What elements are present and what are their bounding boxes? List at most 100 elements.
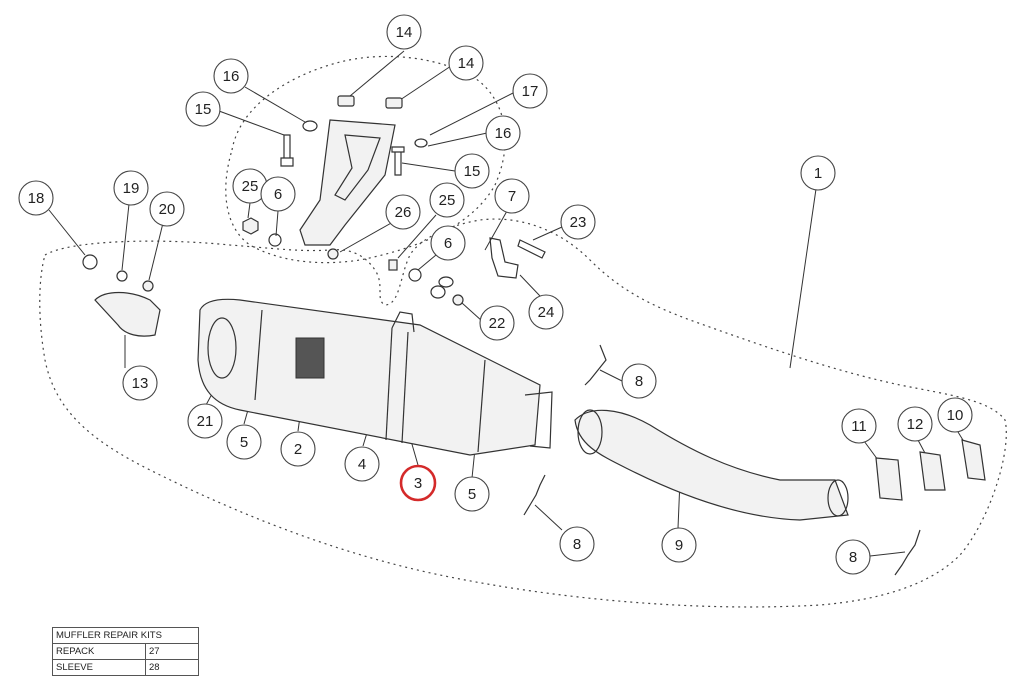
- callout-26: 26: [385, 194, 421, 230]
- svg-text:19: 19: [123, 180, 140, 197]
- svg-text:13: 13: [132, 375, 149, 392]
- callout-20: 20: [149, 191, 185, 227]
- washer-18: [82, 254, 98, 270]
- kit-name: REPACK: [52, 643, 146, 660]
- callout-25: 25: [429, 182, 465, 218]
- callout-4: 4: [344, 446, 380, 482]
- nut-25a: [242, 217, 259, 235]
- bolt-15b: [391, 146, 405, 176]
- callout-7: 7: [494, 178, 530, 214]
- svg-text:15: 15: [195, 101, 212, 118]
- end-cap-13: [94, 291, 161, 337]
- bolt-15a: [280, 134, 294, 167]
- svg-text:5: 5: [240, 434, 248, 451]
- svg-text:8: 8: [849, 549, 857, 566]
- svg-text:20: 20: [159, 201, 176, 218]
- callout-13: 13: [122, 365, 158, 401]
- spring-8c: [894, 529, 921, 576]
- svg-text:17: 17: [522, 83, 539, 100]
- link-pipe-outlet: [827, 479, 849, 517]
- callout-5: 5: [454, 476, 490, 512]
- svg-text:24: 24: [538, 304, 555, 321]
- callout-19: 19: [113, 170, 149, 206]
- table-title: MUFFLER REPAIR KITS: [52, 627, 199, 644]
- muffler-band-4: [385, 327, 393, 441]
- kit-name: SLEEVE: [52, 659, 146, 676]
- link-pipe-inlet: [577, 409, 603, 455]
- callout-15: 15: [454, 153, 490, 189]
- callout-24: 24: [528, 294, 564, 330]
- washer-6b: [408, 268, 422, 282]
- spring-8b: [523, 474, 546, 516]
- callout-9: 9: [661, 527, 697, 563]
- muffler-inlet: [524, 391, 553, 449]
- callout-16: 16: [213, 58, 249, 94]
- spring-8a: [584, 344, 607, 386]
- svg-text:1: 1: [814, 165, 822, 182]
- bushing-14a: [337, 95, 355, 107]
- parts-artwork: [82, 95, 986, 576]
- akrapovic-logo: [295, 337, 325, 379]
- svg-text:25: 25: [439, 192, 456, 209]
- svg-text:26: 26: [395, 204, 412, 221]
- link-pipe-9: [574, 409, 849, 521]
- callout-5: 5: [226, 424, 262, 460]
- svg-text:7: 7: [508, 188, 516, 205]
- callout-17: 17: [512, 73, 548, 109]
- callout-23: 23: [560, 204, 596, 240]
- washer-16a: [302, 120, 318, 132]
- svg-text:21: 21: [197, 413, 214, 430]
- muffler-body: [197, 298, 541, 456]
- svg-text:5: 5: [468, 486, 476, 503]
- callout-8: 8: [559, 526, 595, 562]
- svg-text:2: 2: [294, 441, 302, 458]
- svg-text:16: 16: [223, 68, 240, 85]
- callout-11: 11: [841, 408, 877, 444]
- bracket-group-outline: [225, 55, 506, 264]
- callout-16: 16: [485, 115, 521, 151]
- svg-text:4: 4: [358, 456, 366, 473]
- callout-8: 8: [835, 539, 871, 575]
- callout-2: 2: [280, 431, 316, 467]
- muffler-tab: [391, 311, 415, 333]
- svg-text:18: 18: [28, 190, 45, 207]
- callout-15: 15: [185, 91, 221, 127]
- bracket-12: [919, 451, 946, 491]
- bolt-23: [517, 239, 546, 259]
- callout-6: 6: [430, 225, 466, 261]
- kit-code: 27: [145, 643, 199, 660]
- callout-12: 12: [897, 406, 933, 442]
- mounting-bracket: [299, 119, 396, 246]
- callout-6: 6: [260, 176, 296, 212]
- svg-text:14: 14: [396, 24, 413, 41]
- kit-code: 28: [145, 659, 199, 676]
- callout-14: 14: [386, 14, 422, 50]
- muffler-band-5b: [477, 359, 486, 453]
- bracket-slot: [334, 134, 381, 201]
- callout-8: 8: [621, 363, 657, 399]
- callout-10: 10: [937, 397, 973, 433]
- washer-6a: [268, 233, 282, 247]
- callout-21: 21: [187, 403, 223, 439]
- bracket-10: [961, 439, 986, 481]
- svg-text:23: 23: [570, 214, 587, 231]
- svg-text:14: 14: [458, 55, 475, 72]
- svg-text:9: 9: [675, 537, 683, 554]
- svg-text:8: 8: [635, 373, 643, 390]
- callout-3-highlighted: 3: [399, 464, 437, 502]
- nut-20: [142, 280, 154, 292]
- svg-text:3: 3: [414, 475, 422, 492]
- svg-text:25: 25: [242, 178, 259, 195]
- exhaust-group-outline: [39, 218, 1007, 608]
- callout-1: 1: [800, 155, 836, 191]
- svg-text:6: 6: [444, 235, 452, 252]
- svg-text:15: 15: [464, 163, 481, 180]
- muffler-band-5a: [254, 309, 263, 401]
- bolt-22: [452, 294, 464, 306]
- washer-16b: [414, 138, 428, 148]
- washer-19: [116, 270, 128, 282]
- washer-7: [438, 276, 454, 288]
- table-row: REPACK 27: [52, 643, 199, 660]
- table-row: SLEEVE 28: [52, 659, 199, 676]
- muffler-outlet: [207, 317, 237, 379]
